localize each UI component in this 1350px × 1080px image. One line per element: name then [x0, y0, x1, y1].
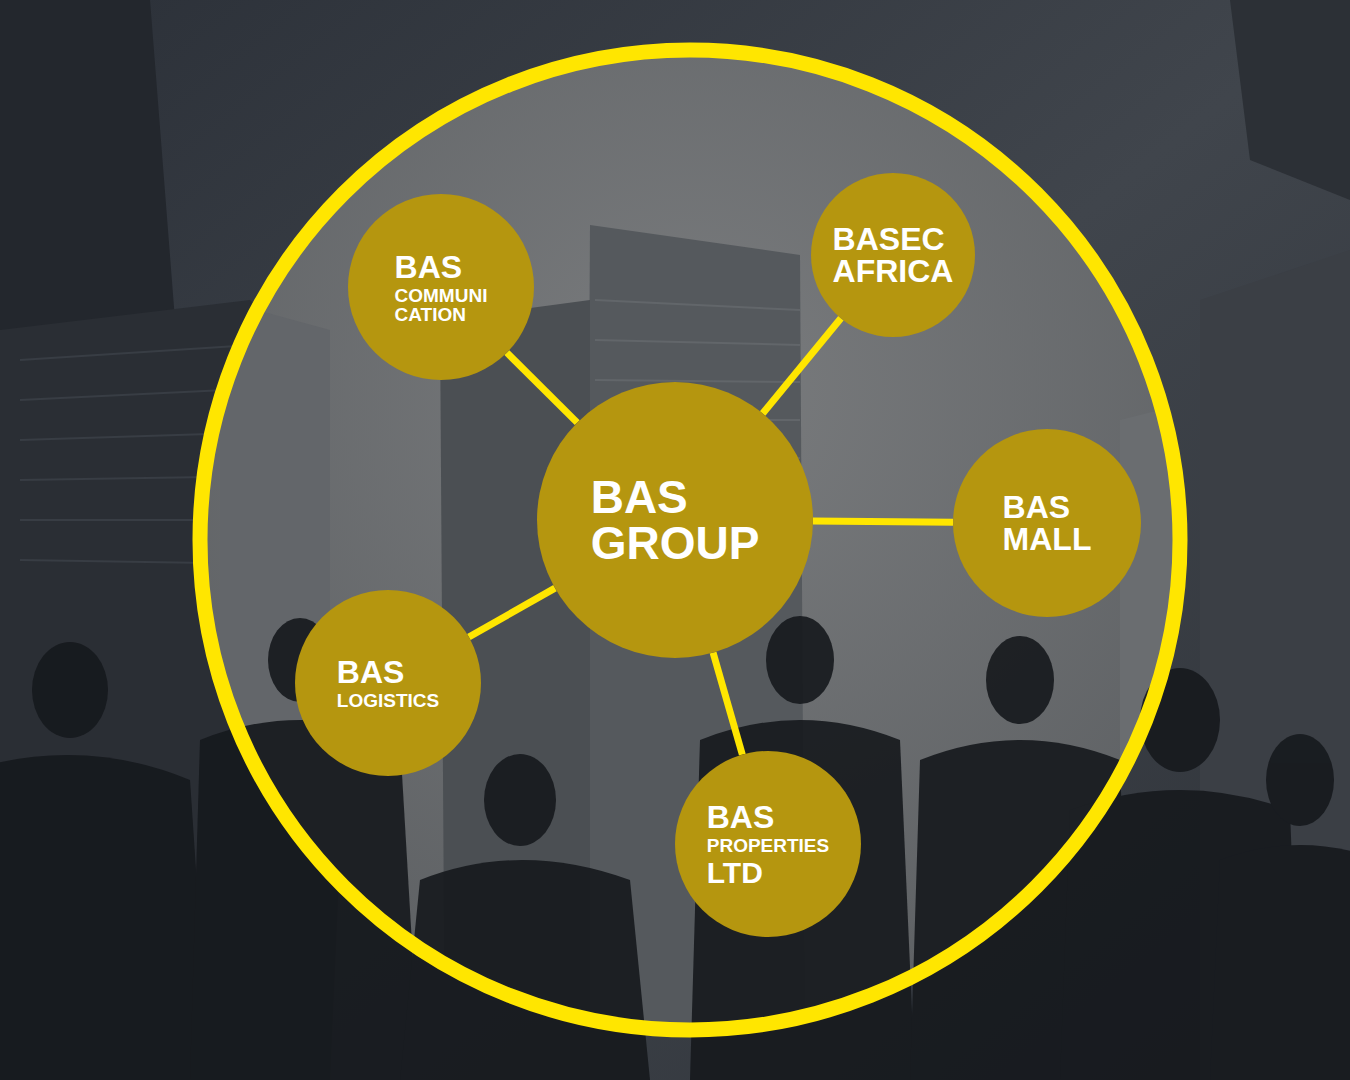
- connector-line: [813, 521, 953, 522]
- company-name: BAS: [395, 251, 463, 283]
- connector-line: [763, 318, 841, 413]
- company-circle: BAS PROPERTIES LTD: [675, 751, 861, 937]
- company-circle: BASCOMMUNI CATION: [348, 194, 534, 380]
- outer-ring: [200, 50, 1180, 1030]
- company-name: BAS: [337, 656, 405, 688]
- text-stack: BAS GROUP: [591, 474, 760, 566]
- company-circle: BAS MALL: [953, 429, 1141, 617]
- company-subname: LTD: [707, 858, 763, 888]
- company-subname: LOGISTICS: [337, 691, 439, 710]
- connector-line: [507, 353, 577, 423]
- company-subname: PROPERTIES: [707, 836, 829, 855]
- company-name: BASEC AFRICA: [833, 223, 954, 287]
- company-name: BAS GROUP: [591, 474, 760, 566]
- company-circle: BASEC AFRICA: [811, 173, 975, 337]
- company-circle: BAS LOGISTICS: [295, 590, 481, 776]
- text-stack: BAS LOGISTICS: [337, 656, 439, 710]
- company-subname: COMMUNI CATION: [395, 286, 488, 324]
- connector-line: [713, 653, 742, 755]
- connector-line: [469, 588, 555, 637]
- company-name: BAS MALL: [1003, 491, 1092, 555]
- company-circle: BAS GROUP: [537, 382, 813, 658]
- inner-ground: [200, 50, 1180, 1030]
- text-stack: BASCOMMUNI CATION: [395, 251, 488, 324]
- text-stack: BAS MALL: [1003, 491, 1092, 555]
- text-stack: BASEC AFRICA: [833, 223, 954, 287]
- text-stack: BAS PROPERTIES LTD: [707, 801, 829, 888]
- company-name: BAS: [707, 801, 775, 833]
- people-silhouettes: [0, 616, 1350, 1080]
